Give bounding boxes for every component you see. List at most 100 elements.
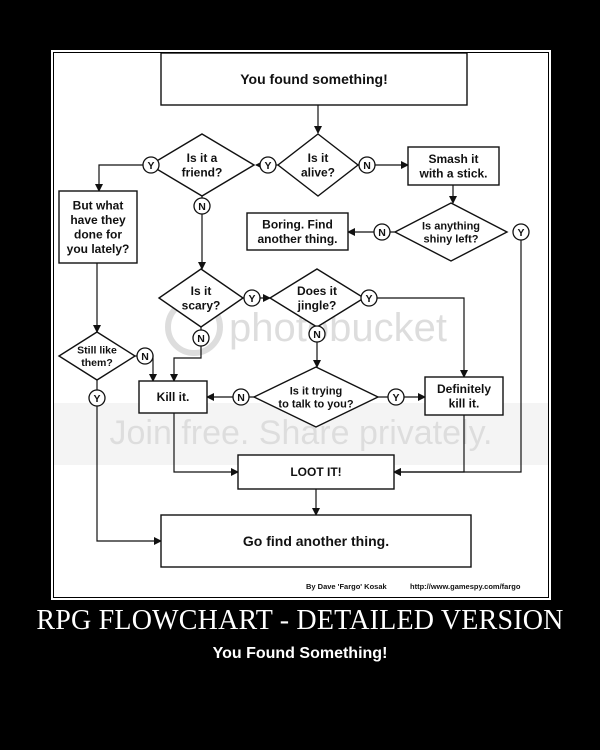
node-gofind: Go find another thing. <box>160 514 472 568</box>
node-loot: LOOT IT! <box>237 454 395 490</box>
process-box <box>237 454 395 490</box>
process-box <box>58 190 138 264</box>
node-shiny-line-0: Is anything <box>422 220 480 232</box>
process-box <box>246 212 349 251</box>
marker-circle <box>360 289 378 307</box>
node-boring-line-1: another thing. <box>258 232 338 246</box>
marker-letter: Y <box>147 160 154 172</box>
credit-url: http://www.gamespy.com/fargo <box>410 582 521 591</box>
marker-letter: Y <box>365 293 372 305</box>
marker-letter: N <box>313 329 321 341</box>
marker-circle <box>192 329 210 347</box>
flow-arrow <box>95 164 148 192</box>
flow-arrow <box>364 297 468 378</box>
node-scary-line-0: Is it <box>191 284 212 298</box>
decision-diamond <box>157 268 245 328</box>
process-box <box>160 53 468 106</box>
yes-marker: Y <box>142 156 160 174</box>
process-box <box>407 146 500 186</box>
marker-letter: N <box>363 160 371 172</box>
node-start-line-0: You found something! <box>240 71 388 87</box>
marker-circle <box>358 156 376 174</box>
process-box <box>160 514 472 568</box>
no-marker: N <box>308 325 326 343</box>
node-friend-line-0: Is it a <box>187 151 218 165</box>
marker-circle <box>232 388 250 406</box>
marker-letter: Y <box>248 293 255 305</box>
poster-subtitle: You Found Something! <box>212 645 388 662</box>
marker-letter: Y <box>93 393 100 405</box>
no-marker: N <box>136 347 154 365</box>
node-what-line-2: done for <box>74 227 122 241</box>
node-talk-line-1: to talk to you? <box>278 398 353 410</box>
no-marker: N <box>193 197 211 215</box>
node-friend-line-1: friend? <box>182 165 223 179</box>
node-jingle-line-1: jingle? <box>297 298 337 312</box>
yes-no-markers: Y Y N N N Y Y Y N N N Y N Y <box>88 156 530 407</box>
node-smash-line-1: with a stick. <box>418 166 487 180</box>
node-kill: Kill it. <box>138 380 208 414</box>
yes-marker: Y <box>512 223 530 241</box>
decision-diamond <box>252 366 380 428</box>
decision-diamond <box>276 133 360 197</box>
marker-letter: N <box>378 227 386 239</box>
marker-circle <box>88 389 106 407</box>
marker-letter: N <box>198 201 206 213</box>
marker-circle <box>136 347 154 365</box>
node-definitely-line-0: Definitely <box>437 382 491 396</box>
node-scary-line-1: scary? <box>182 298 221 312</box>
yes-marker: Y <box>387 388 405 406</box>
node-alive-line-0: Is it <box>308 151 329 165</box>
no-marker: N <box>373 223 391 241</box>
marker-letter: N <box>197 333 205 345</box>
flow-arrow <box>96 380 162 545</box>
node-talk-line-0: Is it trying <box>290 385 343 397</box>
node-loot-line-0: LOOT IT! <box>290 465 341 479</box>
poster-title: RPG FLOWCHART - DETAILED VERSION <box>36 605 564 636</box>
no-marker: N <box>192 329 210 347</box>
no-marker: N <box>358 156 376 174</box>
yes-marker: Y <box>88 389 106 407</box>
node-definitely-line-1: kill it. <box>449 396 480 410</box>
node-kill-line-0: Kill it. <box>157 390 190 404</box>
node-alive-line-1: alive? <box>301 165 335 179</box>
no-marker: N <box>232 388 250 406</box>
flow-arrow <box>173 413 239 476</box>
flowchart-panel: photobucket Join free. Share privately. … <box>54 53 548 597</box>
node-what-line-1: have they <box>70 213 126 227</box>
credit-author: By Dave 'Fargo' Kosak <box>306 582 388 591</box>
rpg-flowchart: photobucket Join free. Share privately. … <box>54 53 548 591</box>
marker-circle <box>308 325 326 343</box>
marker-circle <box>512 223 530 241</box>
yes-marker: Y <box>259 156 277 174</box>
yes-marker: Y <box>243 289 261 307</box>
node-gofind-line-0: Go find another thing. <box>243 533 389 549</box>
process-box <box>424 376 504 416</box>
node-smash-line-0: Smash it <box>428 152 478 166</box>
flow-arrow <box>393 415 465 476</box>
marker-letter: Y <box>517 227 524 239</box>
marker-circle <box>373 223 391 241</box>
node-what-line-3: you lately? <box>67 242 130 256</box>
node-what-line-0: But what <box>73 199 124 213</box>
decision-diamond <box>393 202 509 262</box>
marker-letter: Y <box>392 392 399 404</box>
marker-circle <box>259 156 277 174</box>
marker-letter: N <box>237 392 245 404</box>
node-shiny-line-1: shiny left? <box>423 233 478 245</box>
decision-diamond <box>148 133 256 197</box>
node-start: You found something! <box>160 53 468 106</box>
node-jingle-line-0: Does it <box>297 284 337 298</box>
node-still-line-0: Still like <box>77 344 117 356</box>
node-still-line-1: them? <box>81 357 113 369</box>
